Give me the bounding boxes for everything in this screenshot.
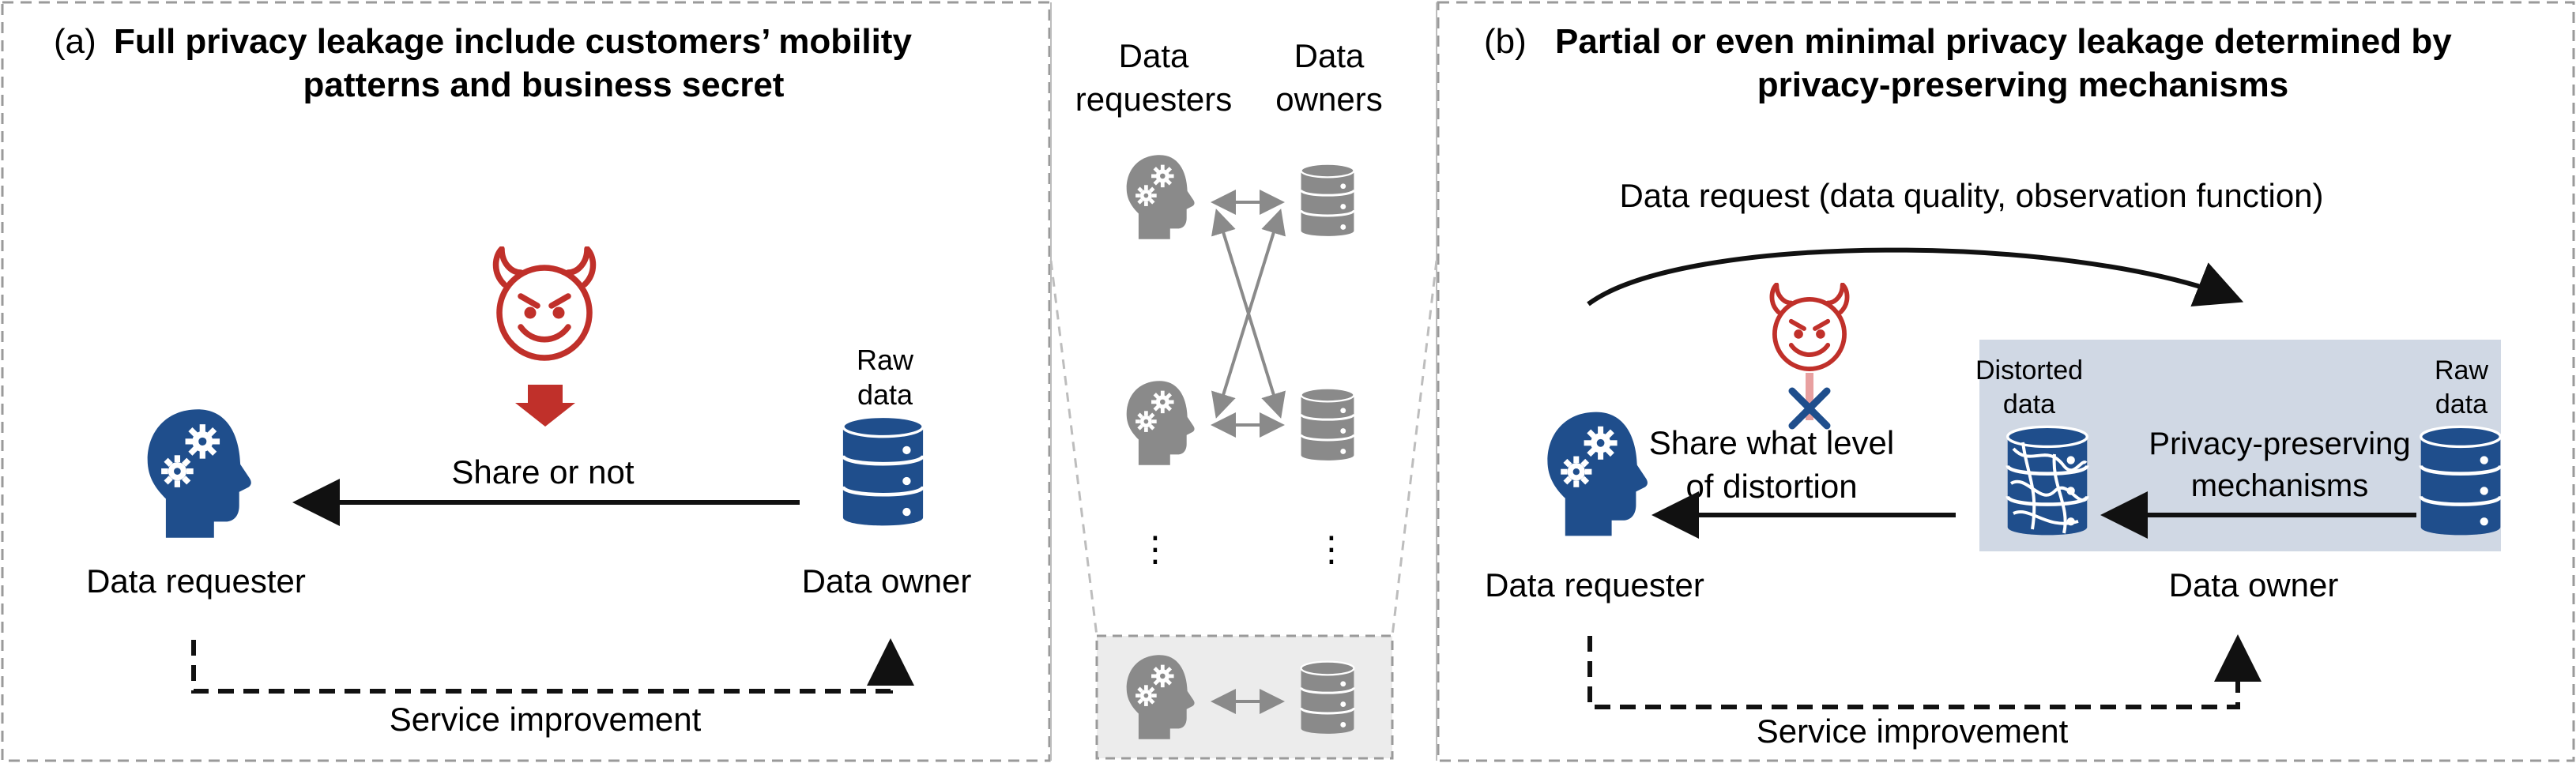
panel-a-title-line2: patterns and business secret <box>303 66 785 104</box>
panel-a: (a) Full privacy leakage include custome… <box>54 22 971 738</box>
requesters-header-line2: requesters <box>1075 81 1232 118</box>
focused-owner-icon <box>1300 660 1355 735</box>
share-level-label-line2: of distortion <box>1685 468 1857 505</box>
distorted-database-icon <box>2008 427 2088 535</box>
distorted-data-line2: data <box>2003 389 2055 419</box>
panel-b-frame <box>1437 1 2575 762</box>
raw-data-label-line2: data <box>857 378 913 411</box>
service-improvement-arrow-b <box>1587 634 2262 709</box>
data-owner-label-b: Data owner <box>2169 566 2339 603</box>
requesters-ellipsis: ⋮ <box>1138 530 1173 569</box>
panel-a-tag: (a) <box>54 22 96 61</box>
raw-data-b-line1: Raw <box>2435 355 2488 385</box>
data-requester-label-b: Data requester <box>1485 566 1704 603</box>
owner-icon-2 <box>1300 387 1355 462</box>
service-improvement-arrow <box>191 638 914 694</box>
panel-b-tag: (b) <box>1484 22 1527 61</box>
owner-database-icon <box>843 416 923 525</box>
data-requester-label: Data requester <box>86 562 306 600</box>
raw-data-label-line1: Raw <box>857 344 914 376</box>
requester-icon-1 <box>1126 155 1195 239</box>
devil-icon <box>496 249 593 358</box>
panel-mid: Data requesters Data owners ⋮ ⋮ <box>1049 37 1438 760</box>
data-request-label: Data request (data quality, observation … <box>1619 177 2323 214</box>
panel-a-title-line1: Full privacy leakage include customers’ … <box>114 22 912 61</box>
data-request-arrow <box>1587 247 2244 307</box>
share-arrow-label: Share or not <box>451 453 634 491</box>
service-improvement-label-b: Service improvement <box>1757 712 2069 750</box>
share-level-label-line1: Share what level <box>1649 424 1895 461</box>
requester-head-icon-b <box>1547 412 1648 536</box>
devil-icon-b <box>1772 284 1847 369</box>
raw-data-b-line2: data <box>2435 389 2487 419</box>
raw-database-icon <box>2421 427 2501 535</box>
panel-b: (b) Partial or even minimal privacy leak… <box>1484 22 2501 750</box>
zoom-line-left <box>1049 260 1098 637</box>
owners-header-line2: owners <box>1275 81 1382 118</box>
mechanism-label-line1: Privacy-preserving <box>2149 427 2410 461</box>
owner-icon-1 <box>1300 163 1355 238</box>
service-improvement-label: Service improvement <box>390 701 702 738</box>
cross-icon <box>1788 387 1831 430</box>
requester-head-icon <box>147 409 251 538</box>
request-links <box>1211 190 1286 438</box>
distorted-data-line1: Distorted <box>1975 355 2083 385</box>
requesters-header-line1: Data <box>1119 37 1189 74</box>
panel-b-title-line1: Partial or even minimal privacy leakage … <box>1555 22 2452 61</box>
owners-header-line1: Data <box>1294 37 1365 74</box>
down-arrow-icon <box>515 385 575 427</box>
owners-ellipsis: ⋮ <box>1314 530 1349 569</box>
panel-b-title-line2: privacy-preserving mechanisms <box>1757 66 2289 104</box>
mechanism-label-line2: mechanisms <box>2191 468 2369 503</box>
data-owner-label: Data owner <box>802 562 972 600</box>
panel-a-frame <box>1 1 1051 762</box>
zoom-line-right <box>1391 260 1438 637</box>
requester-icon-2 <box>1126 381 1195 465</box>
